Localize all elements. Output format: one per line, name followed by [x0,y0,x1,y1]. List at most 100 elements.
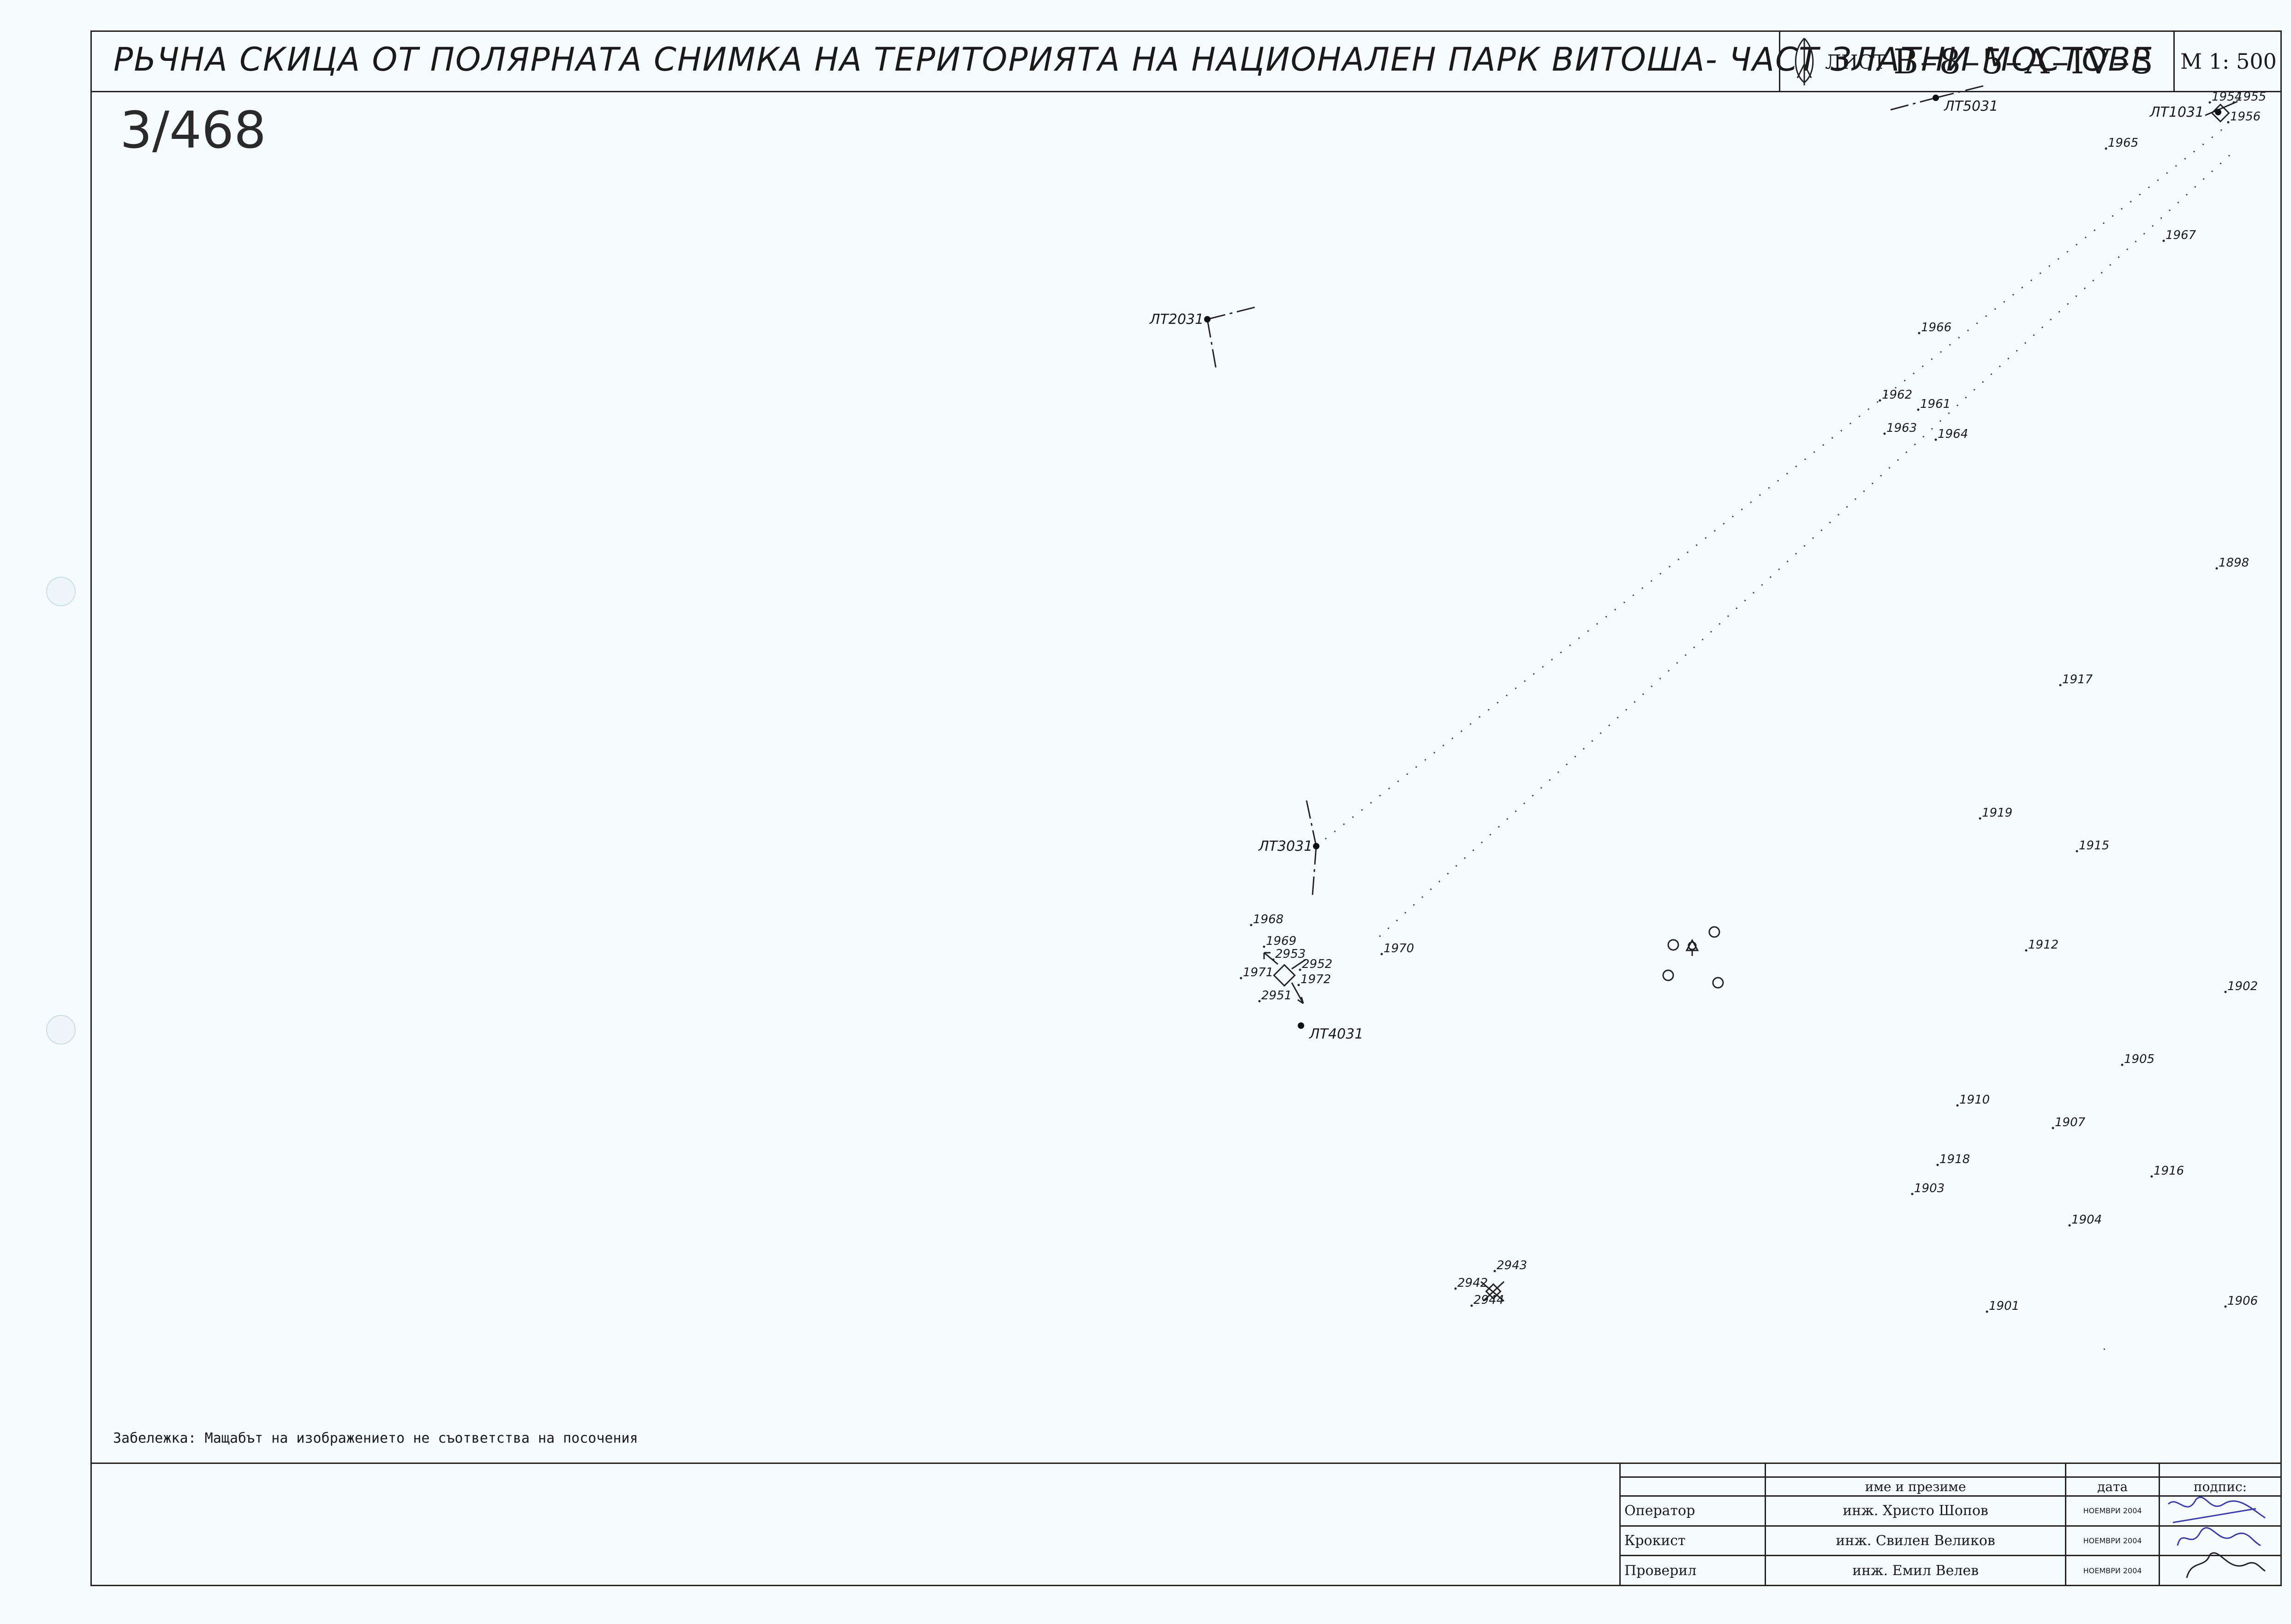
survey-point [1956,1104,1959,1107]
survey-point [1272,958,1275,961]
survey-point [1917,408,1920,411]
point-label: 1965 [2108,136,2138,150]
punch-hole-bottom [46,1015,76,1045]
survey-point [2025,949,2028,952]
point-label: 1955 [2236,90,2266,104]
point-label: 2952 [1302,957,1332,971]
title-bar: РЬЧНА СКИЦА ОТ ПОЛЯРНАТА СНИМКА НА ТЕРИТ… [90,30,2282,92]
survey-point [1263,945,1265,948]
inventory-number: 3/468 [120,101,267,160]
point-label: 1904 [2071,1213,2102,1227]
survey-point [2105,147,2107,150]
survey-point [1258,1000,1261,1003]
sheet-number-block: ЛИСТ В–8–5–А–IV–3 [1788,34,2155,90]
date-value: НОЕМВРИ 2004 [2065,1525,2160,1557]
point-label: 1969 [1266,934,1296,948]
survey-point [2068,1224,2071,1227]
station-marker [1298,1022,1304,1029]
station-label: ЛТ4031 [1309,1026,1363,1042]
survey-point [1879,399,1881,402]
point-label: 1963 [1886,421,1917,435]
map-scale: М 1: 500 [2180,49,2277,74]
sheet-prefix: ЛИСТ [1825,50,1886,73]
point-label: 1905 [2124,1052,2154,1066]
point-label: 1906 [2227,1294,2258,1308]
point-label: 1964 [1938,427,1968,441]
person-name: инж. Христо Шопов [1764,1495,2067,1527]
north-arrow-icon [1795,37,1814,85]
survey-point [1470,1304,1473,1307]
point-label: 1901 [1989,1299,2019,1313]
point-label: 1966 [1921,321,1951,334]
survey-point [2150,1175,2153,1178]
point-label: 1898 [2219,556,2249,570]
point-label: 1917 [2062,673,2093,687]
column-header-signature: подпис: [2159,1476,2282,1497]
station-ticks [1206,85,1984,896]
survey-point [2224,991,2227,993]
survey-point [1918,332,1921,334]
signature-row: Оператор инж. Христо Шопов НОЕМВРИ 2004 [1619,1495,2282,1527]
point-label: 1961 [1920,397,1951,411]
survey-point [1979,817,1981,820]
survey-point [2227,121,2230,124]
column-header-date: дата [2065,1476,2160,1497]
point-label: 1962 [1882,388,1912,402]
point-label: 2951 [1261,989,1292,1003]
point-label: 1918 [1939,1152,1970,1166]
station-label: ЛТ1031 [2149,104,2204,120]
point-label: 1968 [1253,913,1283,926]
person-name: инж. Свилен Великов [1764,1525,2067,1557]
station-label: ЛТ5031 [1944,98,1998,114]
point-label: 2942 [1457,1276,1488,1290]
traverse-line [1378,151,2234,937]
role-label: Оператор [1619,1495,1766,1527]
signature-header-row: име и презиме дата подпис: [1619,1476,2282,1497]
date-value: НОЕМВРИ 2004 [2065,1495,2160,1527]
signature-block: име и презиме дата подпис: Оператор инж.… [1619,1463,2282,1586]
survey-point [2076,850,2078,853]
point-label: 1971 [1243,966,1273,979]
punch-hole-top [46,577,76,606]
role-label: Проверил [1619,1555,1766,1586]
station-marker [1204,316,1211,322]
title-divider [2173,30,2175,91]
point-label: 1915 [2079,839,2109,853]
tree-symbols [1662,926,1724,989]
point-label: 1954 [2212,90,2242,104]
column-header-name: име и презиме [1764,1476,2067,1497]
date-value: НОЕМВРИ 2004 [2065,1555,2160,1586]
survey-point [2224,1305,2227,1308]
survey-point [2162,239,2165,242]
sheet-number: В–8–5–А–IV–3 [1893,42,2155,82]
dotted-tick [2103,1346,2109,1350]
signature-cell [2159,1525,2282,1557]
station-marker [1933,95,1939,101]
title-divider [1779,30,1780,91]
survey-point [1250,924,1253,926]
station-marker [2215,109,2221,115]
point-label: 1919 [1982,806,2012,820]
person-name: инж. Емил Велев [1764,1555,2067,1586]
point-label: 1903 [1914,1182,1945,1195]
role-label: Крокист [1619,1525,1766,1557]
traverse-line [1316,124,2229,847]
station-label: ЛТ2031 [1149,311,1204,328]
point-label: 1912 [2028,938,2058,952]
point-label: 1910 [1959,1093,1990,1107]
survey-point [2059,684,2062,687]
survey-point [1380,953,1383,955]
signature-table-spacer [1619,1463,2282,1478]
note-divider [90,1463,2282,1464]
point-label: 1972 [1301,973,1331,986]
point-label: 2943 [1497,1259,1527,1272]
handwritten-signatures [2167,1496,2266,1578]
survey-point [1493,1270,1496,1272]
survey-point [1934,438,1937,441]
survey-point [2208,101,2211,104]
structure-symbol [1263,101,2238,1302]
